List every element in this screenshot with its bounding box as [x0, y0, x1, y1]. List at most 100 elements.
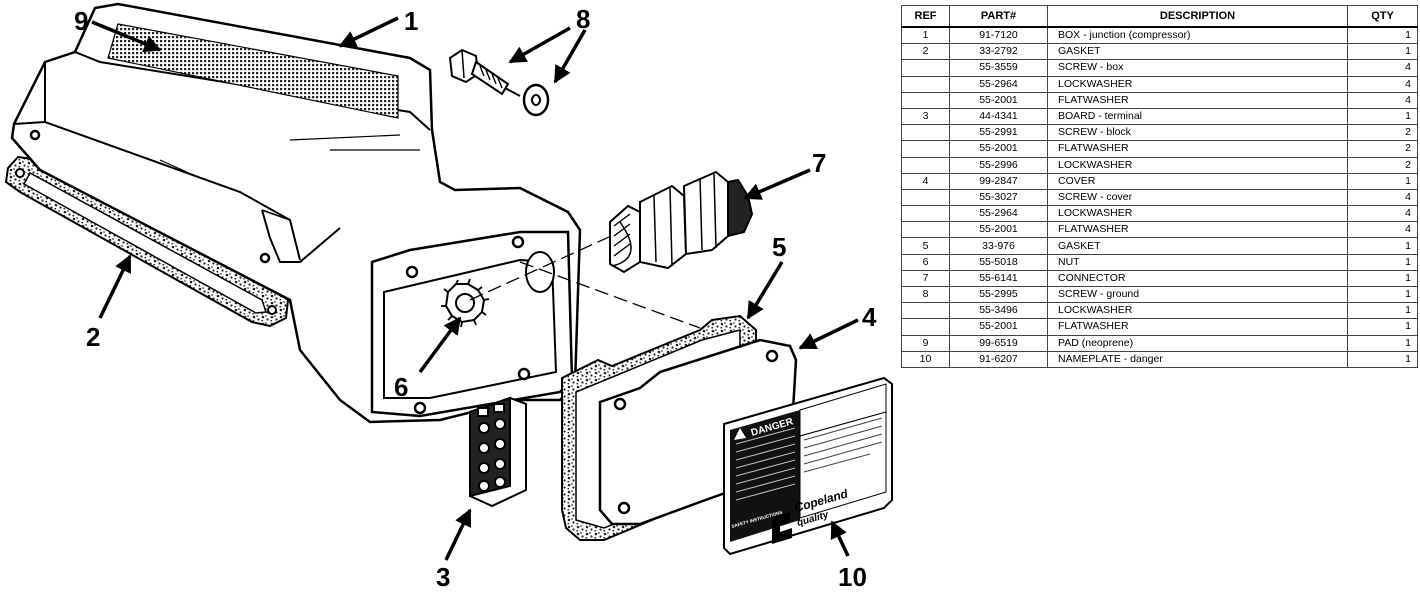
cell-part-number: 55-2001: [949, 140, 1048, 158]
cell-ref: 7: [901, 269, 950, 288]
cell-description: SCREW - box: [1047, 59, 1348, 77]
cell-ref: [901, 221, 950, 239]
cell-part-number: 33-2792: [949, 43, 1048, 61]
cell-description: LOCKWASHER: [1047, 205, 1348, 223]
cell-part-number: 55-5018: [949, 253, 1048, 271]
cell-ref: [901, 188, 950, 207]
table-header-row: REF PART# DESCRIPTION QTY: [901, 5, 1418, 28]
callout-1: 1: [404, 6, 418, 36]
cell-qty: 1: [1347, 318, 1418, 336]
callout-7: 7: [812, 148, 826, 178]
connector-part-7: [609, 170, 754, 274]
cell-qty: 1: [1347, 172, 1418, 190]
cell-part-number: 33-976: [949, 237, 1048, 255]
cell-ref: [901, 59, 950, 77]
cell-qty: 2: [1347, 140, 1418, 158]
cell-qty: 1: [1347, 26, 1418, 45]
cell-description: NUT: [1047, 253, 1348, 271]
cell-description: LOCKWASHER: [1047, 75, 1348, 93]
cell-qty: 2: [1347, 156, 1418, 174]
cell-ref: [901, 205, 950, 223]
cell-part-number: 55-3559: [949, 59, 1048, 77]
cell-ref: [901, 140, 950, 158]
callout-8: 8: [576, 4, 590, 34]
cell-part-number: 55-2001: [949, 318, 1048, 336]
cell-ref: [901, 124, 950, 142]
cell-ref: [901, 75, 950, 93]
cell-description: BOX - junction (compressor): [1047, 26, 1348, 45]
cell-part-number: 55-3027: [949, 188, 1048, 207]
cell-qty: 4: [1347, 91, 1418, 109]
cell-qty: 1: [1347, 285, 1418, 304]
cell-description: BOARD - terminal: [1047, 107, 1348, 126]
cell-part-number: 91-7120: [949, 26, 1048, 45]
cell-part-number: 55-2001: [949, 221, 1048, 239]
cell-ref: 10: [901, 350, 950, 368]
cell-description: LOCKWASHER: [1047, 156, 1348, 174]
callout-labels: 1 9 8 7 5 4 2 6 3 10: [74, 4, 877, 592]
callout-10: 10: [838, 562, 867, 592]
header-ref: REF: [901, 5, 950, 28]
cell-ref: 5: [901, 237, 950, 255]
cell-part-number: 55-2996: [949, 156, 1048, 174]
cell-qty: 1: [1347, 302, 1418, 320]
cell-part-number: 99-6519: [949, 334, 1048, 352]
cell-description: COVER: [1047, 172, 1348, 190]
header-qty: QTY: [1347, 5, 1418, 28]
cell-ref: [901, 91, 950, 109]
callout-4: 4: [862, 302, 877, 332]
cell-qty: 1: [1347, 350, 1418, 368]
cell-qty: 1: [1347, 269, 1418, 288]
cell-qty: 1: [1347, 43, 1418, 61]
cell-part-number: 99-2847: [949, 172, 1048, 190]
cell-description: FLATWASHER: [1047, 318, 1348, 336]
cell-qty: 1: [1347, 334, 1418, 352]
cell-part-number: 55-2001: [949, 91, 1048, 109]
cell-description: GASKET: [1047, 237, 1348, 255]
cell-ref: 6: [901, 253, 950, 271]
cell-description: FLATWASHER: [1047, 140, 1348, 158]
exploded-parts-diagram: DANGER SAFETY INSTRUCTIONS Copeland qual…: [4, 2, 893, 592]
cell-description: GASKET: [1047, 43, 1348, 61]
ground-screw-part-8: [448, 48, 550, 117]
warning-triangle-icon: [734, 428, 746, 440]
cell-part-number: 55-2964: [949, 75, 1048, 93]
cell-qty: 1: [1347, 107, 1418, 126]
cell-ref: 4: [901, 172, 950, 190]
cell-qty: 2: [1347, 124, 1418, 142]
cell-ref: 9: [901, 334, 950, 352]
cell-ref: 1: [901, 26, 950, 45]
assembly-centerlines: [469, 231, 701, 329]
callout-arrows: [91, 16, 859, 561]
cell-part-number: 55-2991: [949, 124, 1048, 142]
cell-description: SCREW - ground: [1047, 285, 1348, 304]
cell-qty: 4: [1347, 205, 1418, 223]
cell-qty: 4: [1347, 59, 1418, 77]
cell-qty: 1: [1347, 253, 1418, 271]
cell-part-number: 91-6207: [949, 350, 1048, 368]
nut-part-6: [441, 278, 490, 328]
callout-3: 3: [436, 562, 450, 592]
cell-ref: [901, 318, 950, 336]
cell-description: PAD (neoprene): [1047, 334, 1348, 352]
cell-description: FLATWASHER: [1047, 221, 1348, 239]
